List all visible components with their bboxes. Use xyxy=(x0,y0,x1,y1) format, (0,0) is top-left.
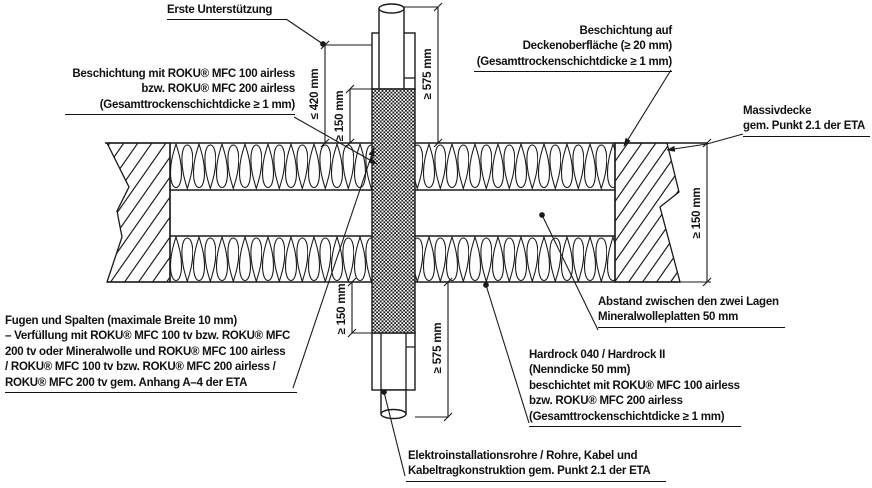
label-line: gem. Punkt 2.1 der ETA xyxy=(743,120,866,133)
leader-erste-unterstuetzung xyxy=(285,18,326,47)
leader-massivdecke xyxy=(666,133,744,152)
label-line: Elektroinstallationsrohre / Rohre, Kabel… xyxy=(408,450,638,462)
pipe-top-opening xyxy=(378,3,405,14)
dim-slab-thickness: ≥ 150 mm xyxy=(691,188,703,239)
label-line: Fugen und Spalten (maximale Breite 10 mm… xyxy=(5,315,237,327)
label-line: bzw. ROKU® MFC 200 airless xyxy=(141,83,295,96)
label-fugen-und-spalten: Fugen und Spalten (maximale Breite 10 mm… xyxy=(5,314,297,394)
label-line: beschichtet mit ROKU® MFC 100 airless xyxy=(529,379,740,392)
label-line: Abstand zwischen den zwei Lagen xyxy=(598,296,779,308)
label-massivdecke: Massivdecke gem. Punkt 2.1 der ETA xyxy=(743,104,870,137)
label-line: – Verfüllung mit ROKU® MFC 100 tv bzw. R… xyxy=(5,330,291,343)
label-beschichtung-decke: Beschichtung auf Deckenoberfläche (≥ 20 … xyxy=(474,24,673,73)
label-elektroinstallation: Elektroinstallationsrohre / Rohre, Kabel… xyxy=(406,449,666,482)
label-line: Beschichtung auf xyxy=(579,25,673,37)
label-line: (Gesamttrockenschichtdicke ≥ 1 mm) xyxy=(99,98,296,111)
ceiling-slab xyxy=(105,142,708,283)
concrete-left xyxy=(105,142,171,283)
coating-wrap xyxy=(371,88,416,334)
dim-bottom-board: ≥ 150 mm xyxy=(336,284,348,335)
dim-top-support: ≤ 420 mm xyxy=(309,69,321,120)
dimension-texts: ≤ 420 mm ≥ 150 mm ≥ 575 mm ≥ 150 mm ≥ 57… xyxy=(309,49,703,374)
label-line: / ROKU® MFC 100 tv bzw. ROKU® MFC 200 ai… xyxy=(5,361,276,374)
dim-bottom-pipe: ≥ 575 mm xyxy=(432,323,444,374)
label-erste-unterstuetzung: Erste Unterstützung xyxy=(167,3,286,21)
service-penetration xyxy=(371,3,416,420)
label-line: ROKU® MFC 200 tv gem. Anhang A–4 der ETA xyxy=(5,376,248,389)
mineral-wool-bottom-right xyxy=(415,236,615,282)
leader-beschichtung-decke xyxy=(623,69,672,147)
label-line: Mineralwolleplatten 50 mm xyxy=(598,311,739,324)
dim-top-board: ≥ 150 mm xyxy=(334,91,346,142)
inner-pipe-top xyxy=(378,7,405,90)
label-line: bzw. ROKU® MFC 200 airless xyxy=(529,395,683,408)
label-line: Kabeltragkonstruktion gem. Punkt 2.1 der… xyxy=(408,465,651,478)
label-line: (Gesamttrockenschichtdicke ≥ 1 mm) xyxy=(529,410,725,423)
label-beschichtung-links: Beschichtung mit ROKU® MFC 100 airless b… xyxy=(65,67,296,116)
label-line: (Gesamttrockenschichtdicke ≥ 1 mm) xyxy=(476,55,673,68)
label-hardrock: Hardrock 040 / Hardrock II (Nenndicke 50… xyxy=(529,348,741,428)
leader-abstand xyxy=(539,212,599,331)
leader-lines xyxy=(285,18,744,477)
label-line: Erste Unterstützung xyxy=(167,4,273,16)
inner-pipe-lines-bottom xyxy=(380,333,415,390)
leader-elektro xyxy=(381,389,406,477)
pipe-bottom-opening xyxy=(380,408,407,420)
dim-top-pipe: ≥ 575 mm xyxy=(422,49,434,100)
label-line: Hardrock 040 / Hardrock II xyxy=(529,349,666,361)
label-line: Massivdecke xyxy=(743,105,812,117)
leader-fugen xyxy=(292,147,375,389)
concrete-right xyxy=(614,142,681,283)
mineral-wool-bottom-left xyxy=(170,236,372,282)
label-line: (Nenndicke 50 mm) xyxy=(529,364,631,377)
leader-hardrock xyxy=(483,282,530,424)
label-line: Deckenoberfläche (≥ 20 mm) xyxy=(522,40,673,53)
mineral-wool-top-right xyxy=(415,143,615,190)
label-line: Beschichtung mit ROKU® MFC 100 airless xyxy=(72,68,295,80)
label-line: 200 tv oder Mineralwolle und ROKU® MFC 1… xyxy=(5,345,286,358)
label-abstand: Abstand zwischen den zwei Lagen Mineralw… xyxy=(598,295,785,328)
dimension-lines xyxy=(320,2,712,422)
leader-beschichtung-links xyxy=(293,116,378,165)
outer-conduit-bottom xyxy=(371,332,416,391)
mineral-wool-top-left xyxy=(170,143,372,190)
